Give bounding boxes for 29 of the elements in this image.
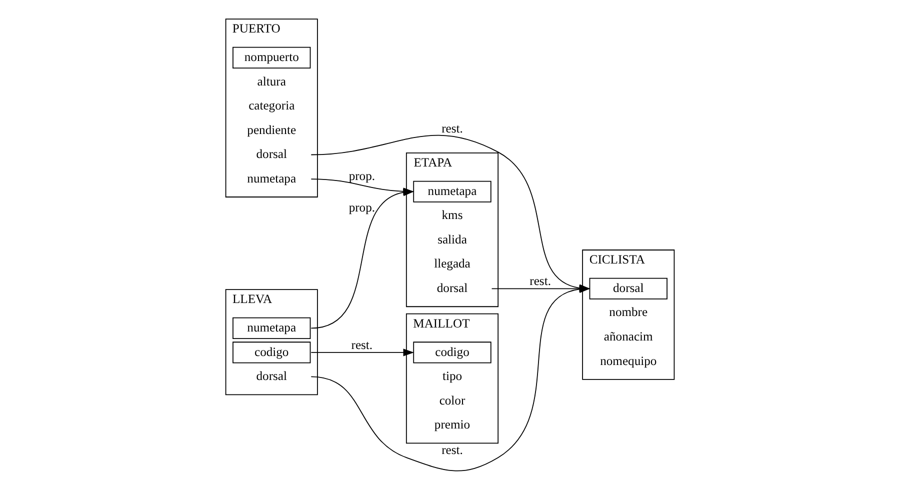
node-text: nombre [609, 305, 648, 320]
node-text: salida [438, 232, 467, 246]
node-text: color [439, 393, 466, 408]
node-text: nomequipo [600, 354, 657, 368]
node-text: añonacim [604, 330, 653, 344]
node-text: dorsal [256, 147, 287, 162]
edge-label: rest. [351, 338, 373, 352]
node-box: codigo [232, 342, 311, 364]
edge-label: prop. [348, 169, 376, 184]
node-text: altura [257, 74, 286, 88]
edge-label: rest. [442, 443, 463, 458]
node-box: numetapa [413, 180, 492, 202]
node-text: kms [442, 208, 463, 222]
node-box: nompuerto [232, 46, 311, 68]
edge-label: rest. [530, 274, 551, 288]
node-text: premio [434, 418, 470, 432]
node-text: categoria [248, 98, 295, 113]
node-text: llegada [434, 256, 470, 271]
node-text: dorsal [256, 369, 287, 384]
node-box: codigo [413, 342, 492, 364]
node-text: pendiente [247, 122, 296, 137]
arrow [310, 348, 414, 356]
edge-label: rest. [442, 121, 463, 136]
node-box: numetapa [232, 317, 311, 339]
node-text: numetapa [247, 171, 296, 186]
node-box: dorsal [589, 278, 668, 300]
node-text: tipo [442, 369, 462, 384]
node-text: dorsal [436, 280, 468, 295]
edge-label: prop. [348, 200, 376, 215]
